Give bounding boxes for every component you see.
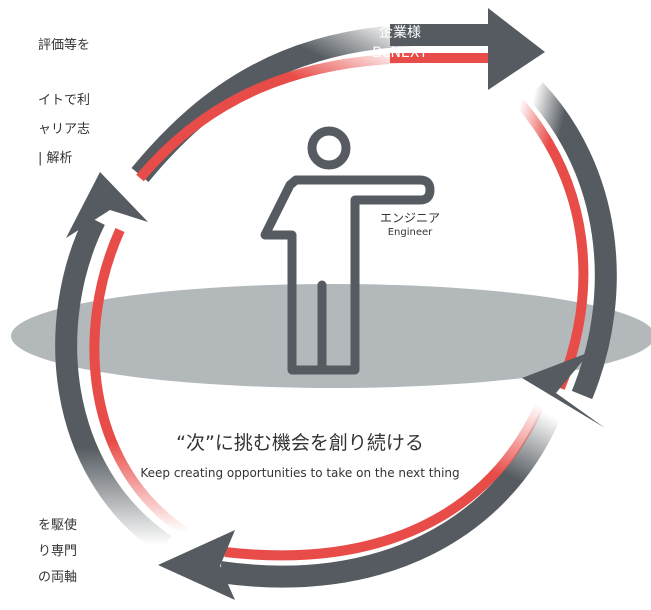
side-line: り専門 — [38, 544, 78, 559]
tagline-jp: “次”に挑む機会を創り続ける — [176, 432, 424, 454]
side-line: の両軸 — [38, 570, 78, 585]
side-line: を駆使 — [38, 518, 78, 533]
arrow-bottom — [158, 402, 561, 600]
arrowhead-bottom — [158, 530, 235, 600]
tagline-en: Keep creating opportunities to take on t… — [140, 466, 460, 480]
arrow-left — [55, 172, 188, 555]
side-line: | 解析 — [38, 151, 73, 166]
side-text-left-top: 評価等を — [38, 30, 90, 61]
ground-ellipse — [11, 284, 651, 388]
engineer-en-label: Engineer — [387, 227, 433, 238]
side-text-left-bottom: を駆使 り専門 の両軸 — [38, 513, 77, 591]
side-line: イトで利 — [38, 93, 91, 108]
arrowhead-right — [522, 352, 605, 428]
arrow-right — [516, 82, 617, 428]
arrowhead-top-right — [488, 8, 545, 90]
engineer-jp-label: エンジニア — [379, 211, 440, 225]
benext-label: BeNEXT — [372, 45, 428, 61]
side-line: 評価等を — [38, 38, 91, 53]
arrow-top — [131, 8, 545, 182]
corporate-customers-label: Corporate customers — [347, 8, 453, 19]
corporate-customers-jp-label: 企業様 — [379, 25, 421, 41]
engineer-figure-icon — [260, 126, 435, 375]
side-text-left-middle: イトで利 ャリア志 | 解析 — [38, 86, 90, 173]
arrowhead-left — [66, 172, 148, 238]
side-line: ャリア志 — [38, 122, 91, 137]
